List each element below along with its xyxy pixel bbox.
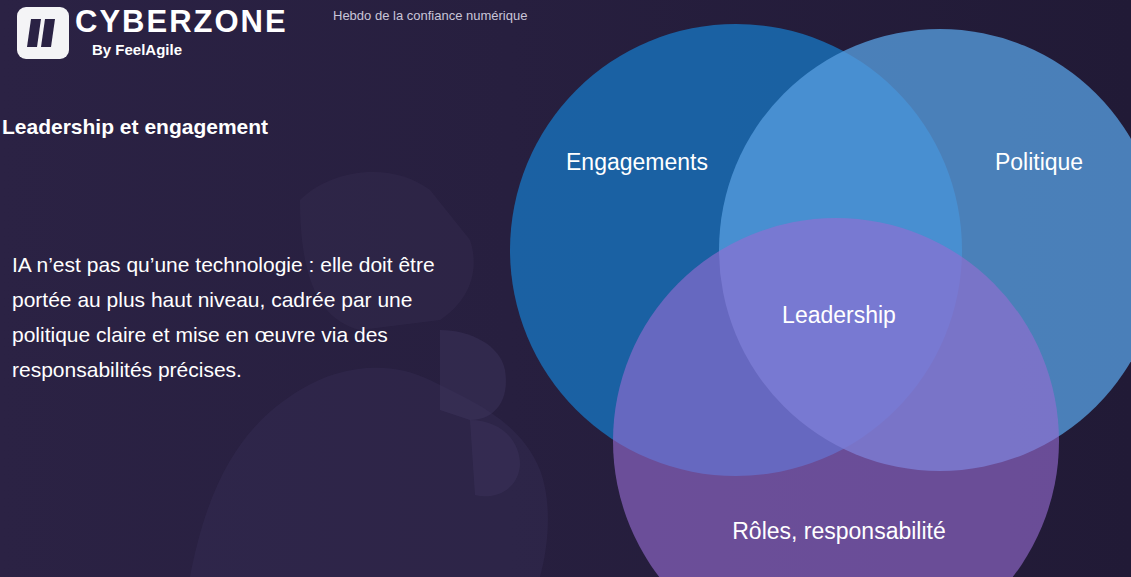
circle-label: Engagements [566,149,708,176]
tagline: Hebdo de la confiance numérique [333,8,527,23]
section-title: Leadership et engagement [2,115,268,139]
brand-name: CYBERZONE [75,4,288,40]
logo-icon [17,7,69,59]
circle-fill [613,218,1059,577]
body-text: IA n’est pas qu’une technologie : elle d… [12,247,482,387]
brand-byline: By FeelAgile [92,41,182,58]
circle-label: Rôles, responsabilité [732,518,946,545]
circle-label: Politique [995,149,1083,176]
venn-circle: Rôles, responsabilité [613,218,1059,577]
center-label: Leadership [782,302,896,329]
